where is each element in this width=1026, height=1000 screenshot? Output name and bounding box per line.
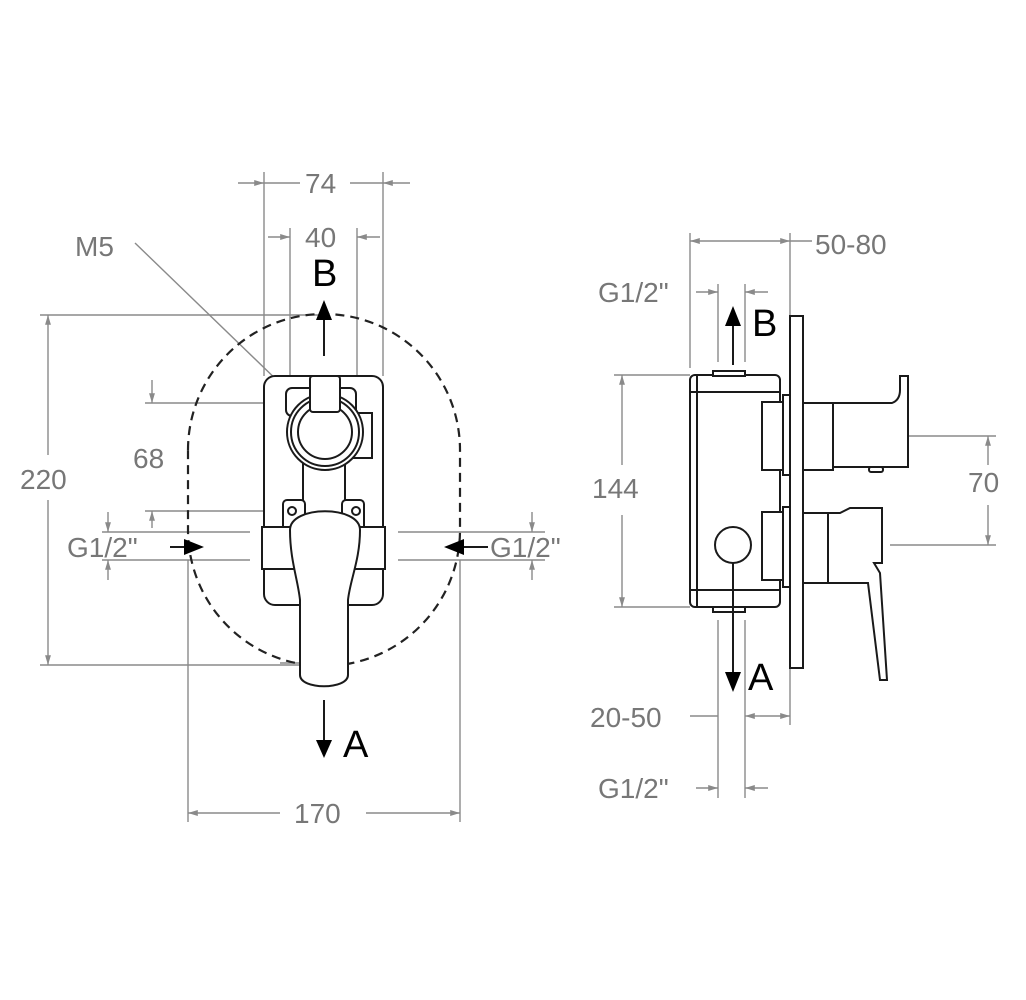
dim-220: 220 — [20, 464, 67, 495]
outlet-a-label: A — [343, 724, 369, 766]
dim-68: 68 — [133, 443, 164, 474]
dim-40: 40 — [305, 222, 336, 253]
arrow-down-icon — [725, 672, 741, 692]
side-view: B A 50-80 G1/2" 144 70 20-50 G1/2" — [590, 229, 999, 804]
arrow-up-icon — [725, 306, 741, 326]
screw-label: M5 — [75, 231, 114, 262]
arrow-down-icon — [316, 740, 332, 758]
dim-74: 74 — [305, 168, 336, 199]
arrow-left-icon — [444, 539, 464, 555]
wall-plate — [789, 315, 804, 669]
inlet-knob — [714, 526, 752, 564]
dim-170: 170 — [294, 798, 341, 829]
dim-20-50: 20-50 — [590, 702, 662, 733]
outlet-b-label: B — [312, 253, 337, 295]
lever-side — [827, 507, 889, 681]
dim-70: 70 — [968, 467, 999, 498]
arrow-right-icon — [184, 539, 204, 555]
dim-50-80: 50-80 — [815, 229, 887, 260]
outlet-a-label: A — [748, 657, 774, 699]
diverter-handle — [832, 375, 909, 468]
cover-plate-outline — [186, 312, 462, 668]
dim-thread-bottom: G1/2" — [598, 773, 669, 804]
dim-144: 144 — [592, 473, 639, 504]
lever-handle — [288, 510, 362, 688]
dim-inlet-right: G1/2" — [490, 532, 561, 563]
dimension-lines-front — [40, 172, 545, 822]
dim-thread-top: G1/2" — [598, 277, 669, 308]
dim-inlet-left: G1/2" — [67, 532, 138, 563]
outlet-b-label: B — [752, 303, 777, 345]
arrow-up-icon — [316, 300, 332, 320]
front-view: B A M5 74 40 220 68 G1/2" G1/2" 170 — [20, 168, 561, 829]
